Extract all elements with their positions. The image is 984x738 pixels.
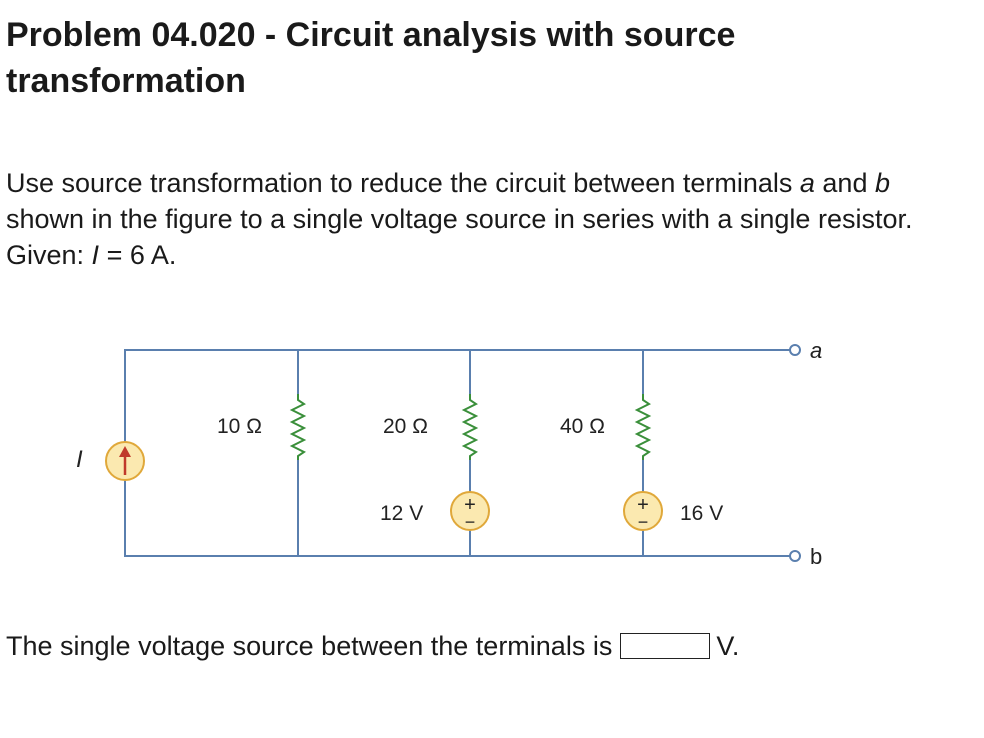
prompt-current-symbol: I [91,240,100,270]
terminal-b-node [789,550,801,562]
resistor-40-ohm [634,394,652,460]
plus-icon: + [637,494,649,516]
circuit-diagram: I 10 Ω 20 Ω 40 Ω + − + − 12 V 16 V a b [76,338,822,569]
minus-icon: − [638,512,649,532]
terminal-b-label: b [810,544,822,569]
prompt-text-3: shown in the figure to a single voltage … [6,204,913,270]
terminal-a-label: a [810,338,822,363]
answer-input[interactable] [620,633,711,659]
voltage-16-label: 16 V [680,502,723,525]
voltage-12-label: 12 V [380,502,423,525]
resistor-10-ohm [289,394,307,460]
prompt-text-2: and [814,168,875,198]
minus-icon: − [465,512,476,532]
prompt-terminal-a: a [799,168,815,198]
resistor-40-label: 40 Ω [560,415,605,438]
terminal-a-node [789,344,801,356]
resistor-10-label: 10 Ω [217,415,262,438]
problem-prompt: Use source transformation to reduce the … [6,165,966,273]
answer-prompt: The single voltage source between the te… [6,631,613,661]
plus-icon: + [464,494,476,516]
prompt-text-4: = 6 A. [99,240,177,270]
current-source-label: I [76,446,83,473]
resistor-20-label: 20 Ω [383,415,428,438]
voltage-source-12v: + − [450,491,490,532]
resistor-20-ohm [461,394,479,460]
prompt-text-1: Use source transformation to reduce the … [6,168,800,198]
problem-title: Problem 04.020 - Circuit analysis with s… [6,16,736,100]
voltage-source-16v: + − [623,491,663,532]
current-source [105,441,145,481]
arrow-up-icon [119,446,131,475]
answer-row: The single voltage source between the te… [6,626,739,666]
prompt-terminal-b: b [874,168,890,198]
answer-unit: V. [716,631,740,661]
circuit-wires [124,349,790,557]
